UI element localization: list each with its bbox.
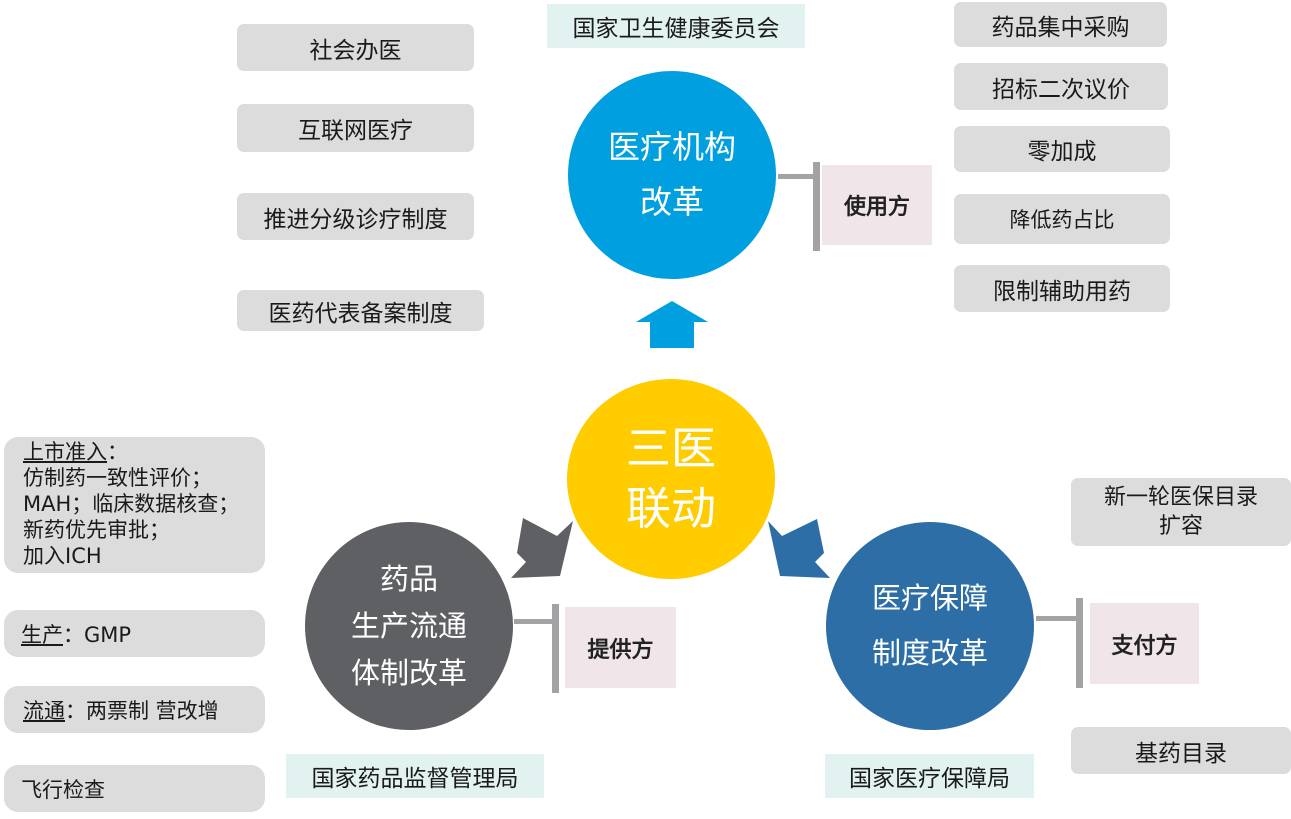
circle-right-line2: 制度改革	[871, 636, 988, 670]
circle-right-line1: 医疗保障	[871, 581, 988, 615]
circle-top-line2: 改革	[639, 183, 704, 221]
circle-left-line3: 体制改革	[350, 655, 467, 690]
circle-medical-institution-reform: 医疗机构 改革	[565, 68, 779, 282]
agency-label: 国家药品监督管理局	[311, 766, 519, 792]
circle-drug-production-reform: 药品 生产流通 体制改革	[302, 519, 516, 733]
up-arrow	[636, 301, 708, 348]
item-internet-medical: 互联网医疗	[237, 104, 474, 152]
distribution-head: 流通	[23, 698, 65, 723]
circle-left-line1: 药品	[379, 561, 438, 596]
item-insurance-catalog: 新一轮医保目录 扩容	[1071, 478, 1291, 546]
item-tiered-diagnosis: 推进分级诊疗制度	[237, 193, 474, 240]
circle-three-medical-linkage: 三医 联动	[564, 376, 778, 582]
item-second-bargaining: 招标二次议价	[954, 63, 1168, 110]
item-auxiliary-drugs: 限制辅助用药	[954, 265, 1170, 312]
agency-healthcare-security: 国家医疗保障局	[825, 754, 1034, 798]
role-user-label: 使用方	[843, 195, 910, 220]
production-rest: ：GMP	[63, 622, 132, 647]
agency-label: 国家医疗保障局	[849, 766, 1010, 792]
item-social-medical: 社会办医	[237, 24, 474, 71]
role-provider-label: 提供方	[587, 637, 654, 663]
market-access-line: MAH；临床数据核查；	[23, 492, 240, 516]
production-head: 生产	[21, 622, 63, 647]
item-essential-drugs: 基药目录	[1071, 727, 1291, 774]
pole-left-vertical	[552, 604, 559, 693]
role-payer-label: 支付方	[1111, 633, 1178, 659]
market-access-head: 上市准入	[23, 440, 107, 464]
item-central-procurement: 药品集中采购	[954, 2, 1167, 47]
center-line1: 三医	[625, 422, 716, 475]
circle-left-line2: 生产流通	[350, 608, 467, 643]
item-drug-ratio: 降低药占比	[954, 194, 1170, 244]
down-right-arrow	[768, 519, 830, 578]
box-flight-inspection: 飞行检查	[4, 765, 265, 812]
pole-top-horizontal	[778, 174, 816, 179]
insurance-catalog-line2: 扩容	[1158, 514, 1203, 539]
agency-drug-administration: 国家药品监督管理局	[286, 754, 544, 798]
pole-right-horizontal	[1036, 616, 1078, 621]
market-access-line: 加入ICH	[23, 544, 102, 568]
market-access-sep: ：	[107, 440, 128, 464]
down-left-arrow	[511, 518, 573, 578]
box-distribution: 流通：两票制 营改增	[4, 686, 265, 733]
box-production: 生产：GMP	[4, 610, 265, 657]
box-market-access: 上市准入： 仿制药一致性评价； MAH；临床数据核查； 新药优先审批； 加入IC…	[4, 437, 265, 573]
item-zero-markup: 零加成	[954, 126, 1170, 172]
market-access-line: 仿制药一致性评价；	[23, 466, 212, 490]
agency-health-commission: 国家卫生健康委员会	[547, 4, 805, 48]
insurance-catalog-line1: 新一轮医保目录	[1103, 485, 1258, 510]
pole-top-vertical	[813, 162, 820, 251]
item-rep-registration: 医药代表备案制度	[237, 290, 484, 331]
role-provider: 提供方	[565, 607, 676, 688]
circle-top-line1: 医疗机构	[607, 128, 736, 166]
flight-inspection-label: 飞行检查	[21, 777, 105, 802]
role-payer: 支付方	[1090, 603, 1199, 684]
distribution-rest: ：两票制 营改增	[65, 698, 219, 723]
pole-right-vertical	[1076, 598, 1083, 688]
role-user: 使用方	[822, 165, 932, 245]
market-access-line: 新药优先审批；	[23, 518, 170, 542]
center-line2: 联动	[625, 482, 716, 535]
circle-medical-insurance-reform: 医疗保障 制度改革	[823, 519, 1037, 733]
agency-label: 国家卫生健康委员会	[572, 16, 780, 42]
pole-left-horizontal	[514, 619, 556, 624]
